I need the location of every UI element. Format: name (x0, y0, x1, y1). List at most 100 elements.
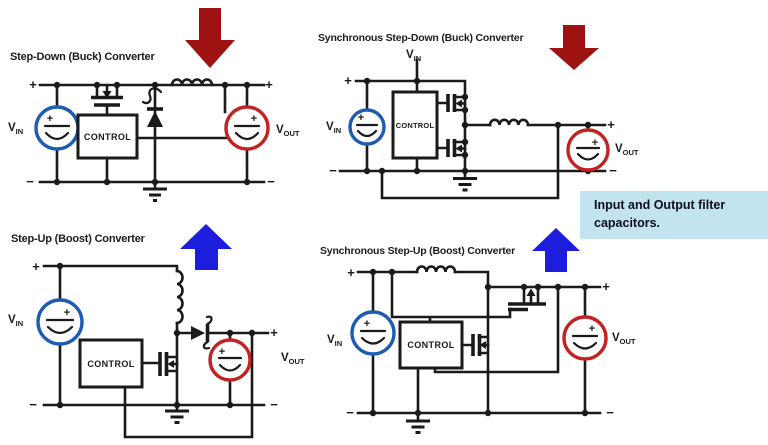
vin-label-sub: IN (333, 125, 342, 135)
vout-source-circle (566, 128, 610, 172)
plus-sign: + (29, 77, 37, 92)
schottky-diode (191, 315, 213, 350)
v-letter: V (327, 334, 335, 346)
minus-sign: − (609, 163, 617, 178)
wires (356, 270, 602, 422)
vin-capacitor-symbol (43, 124, 71, 141)
plus-sign: + (32, 259, 40, 274)
vout-capacitor-symbol (217, 356, 243, 372)
ground-symbol (406, 419, 430, 434)
mosfet-arrow (167, 360, 174, 368)
vin-label-sub: IN (15, 126, 24, 136)
v-letter: V (406, 49, 414, 61)
minus-sign: − (267, 174, 275, 189)
inductor (175, 269, 184, 325)
sync-buck-vin-supply-label: VIN (406, 49, 422, 63)
vout-label-sub: OUT (283, 128, 300, 138)
title-sync-boost: Synchronous Step-Up (Boost) Converter (320, 245, 516, 257)
v-letter: V (281, 352, 289, 364)
low-side-mosfet (446, 139, 467, 157)
plus-sign: + (47, 113, 53, 125)
buck-vout-label: VOUT (276, 124, 300, 138)
vin-capacitor-symbol (355, 123, 379, 138)
vin-source-circle (350, 310, 396, 356)
sync-boost-circuit: + + + − + − (346, 265, 614, 434)
vin-capacitor-symbol (45, 318, 75, 335)
v-letter: V (615, 143, 623, 155)
schottky-hook-bottom (202, 340, 211, 350)
sync-boost-up-arrow-icon (532, 228, 580, 272)
inductor (488, 118, 530, 127)
schottky-squiggle (141, 87, 163, 105)
vout-source-circle (224, 105, 270, 151)
vin-label-sub: IN (413, 53, 422, 63)
vout-capacitor-symbol (233, 124, 261, 141)
sync-buck-circuit: + + + − + − (329, 58, 617, 200)
inductor (170, 78, 214, 87)
minus-sign: − (29, 397, 37, 412)
plus-sign: + (358, 112, 364, 124)
sync-buck-vin-label: VIN (326, 121, 342, 135)
boost-control-label: CONTROL (87, 358, 135, 369)
vout-source-circle (208, 338, 252, 382)
sync-buck-control-label: CONTROL (395, 120, 435, 130)
mosfet-arrow (479, 341, 486, 349)
v-letter: V (8, 122, 16, 134)
minus-sign: − (329, 163, 337, 178)
sync-boost-vin-label: VIN (327, 334, 342, 348)
vin-source-circle (36, 298, 84, 346)
control-box (78, 338, 144, 389)
control-box (76, 113, 139, 160)
plus-sign: + (364, 318, 370, 330)
vout-capacitor-symbol (575, 146, 601, 161)
plus-sign: + (592, 137, 598, 149)
v-letter: V (8, 314, 16, 326)
pmos-switch (91, 84, 123, 107)
ground-symbol (453, 177, 477, 192)
nmos-switch (471, 334, 490, 356)
plus-sign: + (219, 346, 225, 358)
vout-source-circle (562, 315, 608, 361)
mosfet-arrow (455, 99, 462, 108)
boost-up-arrow-icon (180, 224, 232, 270)
v-letter: V (612, 332, 620, 344)
minus-sign: − (346, 405, 354, 420)
plus-sign: + (589, 323, 595, 335)
minus-sign: − (270, 397, 278, 412)
diode-triangle (191, 326, 205, 340)
plus-sign: + (602, 279, 610, 294)
ground-symbol (143, 187, 167, 202)
schottky-diode (141, 87, 163, 127)
title-sync-buck: Synchronous Step-Down (Buck) Converter (318, 32, 524, 44)
vout-label-sub: OUT (619, 336, 636, 346)
mosfet-arrow (102, 91, 112, 99)
plus-sign: + (270, 325, 278, 340)
title-buck: Step-Down (Buck) Converter (10, 51, 155, 63)
vin-label-sub: IN (15, 318, 24, 328)
control-box (398, 320, 464, 370)
plus-sign: + (347, 265, 355, 280)
vout-label-sub: OUT (288, 356, 305, 366)
sync-buck-down-arrow-icon (549, 25, 599, 70)
buck-vin-label: VIN (8, 122, 24, 136)
vin-source-circle (34, 105, 80, 151)
synchronous-pmos (508, 288, 546, 312)
plus-sign: + (265, 77, 273, 92)
plus-sign: + (64, 307, 70, 319)
boost-vout-label: VOUT (281, 352, 305, 366)
mosfet-arrow (526, 288, 536, 296)
high-side-mosfet (446, 94, 467, 112)
ground-symbol (165, 409, 189, 424)
v-letter: V (276, 124, 284, 136)
wires (42, 264, 270, 439)
plus-sign: + (251, 113, 257, 125)
buck-down-arrow-icon (185, 8, 235, 68)
callout-text: Input and Output filter capacitors. (594, 198, 726, 231)
vout-capacitor-symbol (571, 334, 599, 350)
callout-note: Input and Output filter capacitors. (580, 191, 768, 239)
buck-control-label: CONTROL (83, 131, 132, 142)
sync-boost-vout-label: VOUT (612, 332, 636, 346)
schottky-hook-top (205, 315, 213, 326)
